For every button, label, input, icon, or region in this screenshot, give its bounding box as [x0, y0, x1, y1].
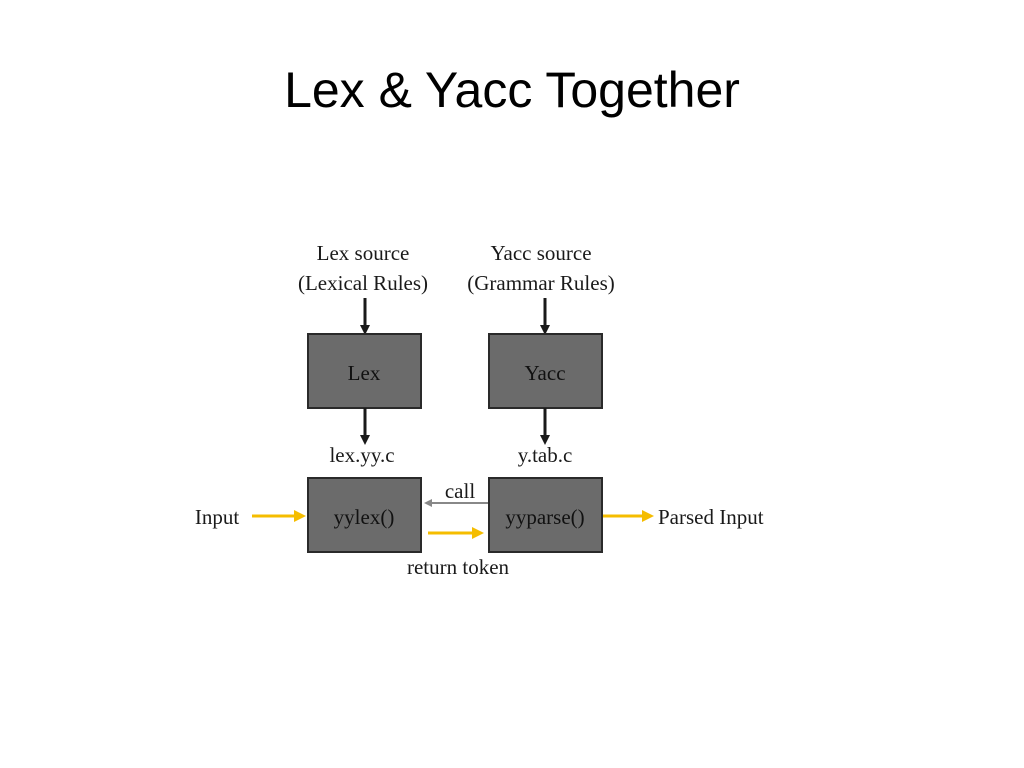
yacc-box-label: Yacc — [524, 361, 565, 385]
input-label: Input — [195, 505, 239, 529]
yacc-source-label-line1: Yacc source — [490, 241, 591, 265]
call-label: call — [445, 479, 475, 503]
yacc-source-label-line2: (Grammar Rules) — [467, 271, 615, 295]
lex-box — [307, 333, 422, 409]
yylex-box-label: yylex() — [334, 505, 395, 529]
yyparse-box — [488, 477, 603, 553]
lex-output-label: lex.yy.c — [329, 443, 394, 467]
parsed-input-label: Parsed Input — [658, 505, 764, 529]
lex-box-label: Lex — [348, 361, 381, 385]
yacc-output-label: y.tab.c — [518, 443, 573, 467]
yyparse-box-label: yyparse() — [505, 505, 584, 529]
return-token-label: return token — [407, 555, 510, 579]
yylex-box — [307, 477, 422, 553]
slide-title: Lex & Yacc Together — [284, 62, 740, 118]
lex-source-label-line1: Lex source — [317, 241, 410, 265]
lex-source-label-line2: (Lexical Rules) — [298, 271, 428, 295]
